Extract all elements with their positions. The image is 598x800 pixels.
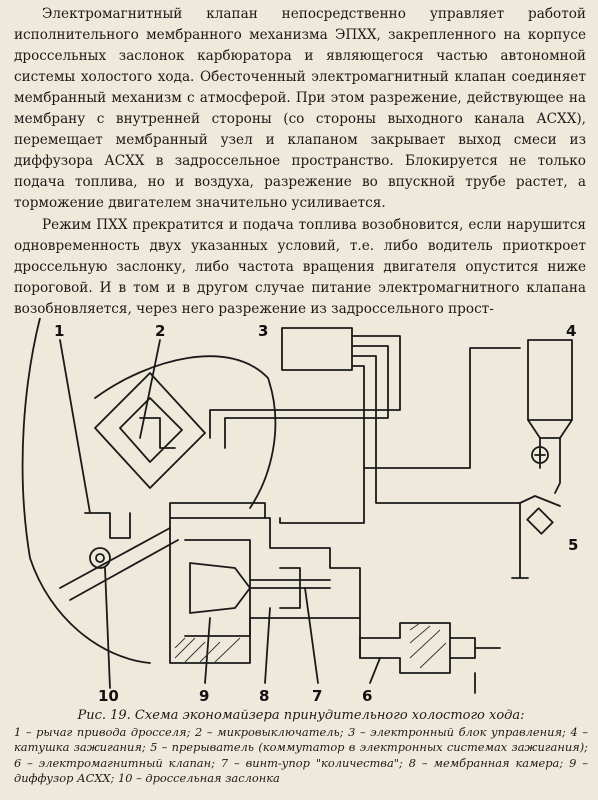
caption-legend: 1 – рычаг привода дросселя; 2 – микровык…	[14, 724, 588, 786]
ecu-block	[281, 327, 353, 371]
label-10: 10	[98, 687, 119, 705]
label-9: 9	[199, 687, 209, 705]
valve-housing	[169, 517, 361, 664]
electromagnetic-valve	[359, 622, 451, 674]
microswitch-housing	[94, 372, 206, 489]
paragraph-2: Режим ПХХ прекратится и подача топлива в…	[14, 217, 586, 317]
label-2: 2	[155, 322, 165, 340]
label-8: 8	[259, 687, 269, 705]
throttle-axis	[89, 547, 111, 569]
label-4: 4	[566, 322, 576, 340]
body-text: Электромагнитный клапан непосредственно …	[14, 4, 586, 320]
label-3: 3	[258, 322, 268, 340]
figure-caption: Рис. 19. Схема экономайзера принудительн…	[14, 708, 588, 787]
label-1: 1	[54, 322, 64, 340]
economizer-diagram: 1 2 3 4 5 6 7 8 9 10	[21, 318, 578, 705]
carburetor-body-outline	[21, 318, 151, 664]
label-6: 6	[362, 687, 372, 705]
throttle-lever	[84, 512, 131, 539]
caption-title: Рис. 19. Схема экономайзера принудительн…	[77, 708, 525, 723]
paragraph-1: Электромагнитный клапан непосредственно …	[14, 6, 586, 211]
breaker	[519, 495, 561, 507]
label-7: 7	[312, 687, 322, 705]
label-5: 5	[568, 536, 578, 554]
ignition-coil	[527, 339, 573, 421]
